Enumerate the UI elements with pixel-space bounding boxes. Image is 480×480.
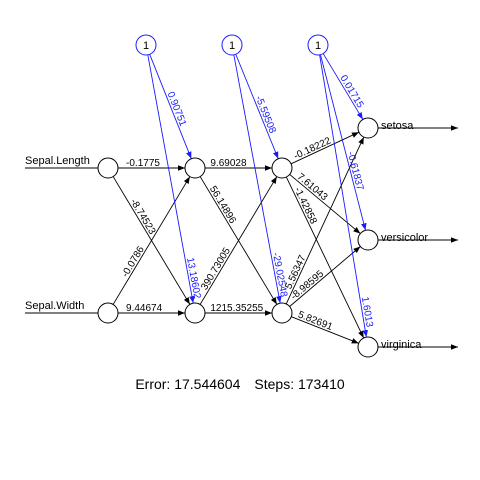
input-node-2 — [97, 302, 119, 324]
bias-edge-out2 — [320, 54, 367, 231]
edge-h2n2-out1 — [285, 136, 365, 305]
bias-node-1-label: 1 — [143, 40, 149, 52]
error-text: Error: 17.544604 — [135, 376, 240, 392]
hidden1-node-2 — [184, 302, 206, 324]
input-node-1 — [97, 157, 119, 179]
edge-h2n2-out3-weight: 5.82691 — [296, 310, 334, 334]
input-label-2: Sepal.Width — [25, 300, 84, 312]
bias-edge-h2n2-weight: -29.02548 — [270, 252, 289, 299]
edge-h2n1-out1-weight: -0.18222 — [292, 135, 333, 162]
bias-edge-h1n2-weight: 13.18602 — [184, 257, 202, 300]
edge-in1-h1n2-weight: -8.74523 — [128, 197, 158, 237]
input-label-1: Sepal.Length — [25, 155, 90, 167]
output-label-2: versicolor — [381, 232, 428, 244]
edge-in2-h1n1-weight: -0.0786 — [120, 244, 147, 279]
bias-node-2 — [221, 34, 243, 56]
edge-in1-h1n1-weight: -0.1775 — [126, 158, 160, 169]
steps-text: Steps: 173410 — [254, 376, 345, 392]
bias-edge-h1n1-weight: 0.90751 — [165, 90, 189, 128]
edge-h1n2-h2n1 — [199, 176, 278, 305]
bias-node-1 — [135, 34, 157, 56]
edge-in2-h1n1 — [112, 176, 191, 305]
hidden2-node-2 — [271, 302, 293, 324]
edge-in2-h1n2-weight: 9.44674 — [126, 303, 163, 314]
output-node-1 — [357, 117, 379, 139]
edge-h2n2-out2 — [289, 246, 361, 307]
bias-node-2-label: 1 — [229, 40, 235, 52]
edge-h1n2-h2n2-weight: 1215.35255 — [210, 303, 263, 314]
output-label-1: setosa — [381, 120, 414, 132]
hidden1-node-1 — [184, 157, 206, 179]
bias-node-3 — [307, 34, 329, 56]
bias-edge-h2n1-weight: -5.59508 — [253, 94, 278, 135]
edge-h2n2-out3 — [291, 316, 359, 344]
bias-edge-out1 — [322, 53, 364, 120]
bias-edge-h1n1 — [149, 54, 192, 159]
edge-h1n2-h2n1-weight: 390.73005 — [199, 246, 233, 293]
output-label-3: virginica — [381, 339, 422, 351]
edge-h1n1-h2n2-weight: 56.14896 — [207, 184, 238, 226]
bias-edge-out3-weight: 1.6013 — [359, 296, 375, 328]
bias-edge-h2n1 — [235, 54, 279, 159]
bias-node-3-label: 1 — [315, 40, 321, 52]
hidden2-node-1 — [271, 157, 293, 179]
footer-text: Error: 17.544604 Steps: 173410 — [135, 376, 345, 392]
bias-edge-out1-weight: 0.01715 — [337, 73, 365, 110]
edge-h2n1-out3 — [285, 176, 365, 339]
output-node-2 — [357, 229, 379, 251]
output-node-3 — [357, 336, 379, 358]
edge-h2n1-out1 — [290, 131, 360, 165]
edge-h2n1-out2 — [289, 174, 361, 234]
bias-edge-h1n2 — [147, 54, 195, 304]
edge-h1n1-h2n1-weight: 9.69028 — [210, 158, 247, 169]
bias-edge-out3 — [319, 54, 368, 338]
bias-edge-h2n2 — [233, 54, 282, 304]
